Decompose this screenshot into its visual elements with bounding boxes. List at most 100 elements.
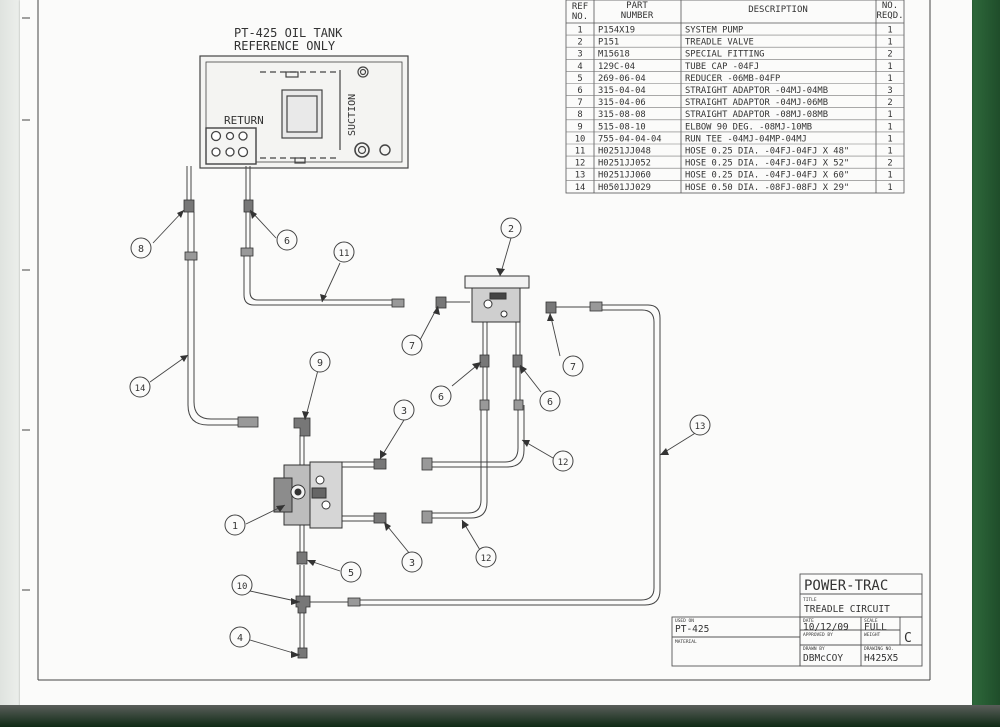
tb-date-caption: DATE (803, 618, 814, 624)
parts-table-qty-cell: 1 (887, 62, 892, 72)
parts-table-qty-cell: 1 (887, 171, 892, 181)
tb-company: POWER-TRAC (804, 578, 888, 594)
parts-table-ref-cell: 5 (577, 74, 582, 84)
callout-12a: 12 (558, 458, 569, 468)
parts-table-desc-cell: RUN TEE -04MJ-04MP-04MJ (685, 134, 807, 144)
parts-table-qty-cell: 1 (887, 147, 892, 157)
hdr-ref-1: REF (572, 2, 588, 12)
parts-table-ref-cell: 9 (577, 122, 582, 132)
parts-table-ref-cell: 2 (577, 38, 582, 48)
tank-title-2: REFERENCE ONLY (234, 39, 336, 53)
tb-drawn-caption: DRAWN BY (803, 646, 825, 652)
scanner-edge (0, 705, 1000, 727)
callout-6b: 6 (438, 392, 444, 403)
parts-table-part-cell: H0251JJ060 (598, 171, 651, 181)
callout-2: 2 (508, 224, 514, 235)
tb-date: 10/12/09 (803, 622, 849, 633)
parts-table-desc-cell: TUBE CAP -04FJ (685, 62, 759, 72)
parts-table-desc-cell: SYSTEM PUMP (685, 26, 743, 36)
drawing-sheet (20, 0, 972, 712)
tb-rev: C (904, 631, 912, 646)
parts-table-qty-cell: 1 (887, 183, 892, 193)
parts-table-part-cell: 315-04-04 (598, 86, 646, 96)
callout-4: 4 (237, 633, 243, 644)
parts-table-qty-cell: 1 (887, 26, 892, 36)
parts-table-qty-cell: 1 (887, 122, 892, 132)
callout-8: 8 (138, 244, 144, 255)
parts-table-part-cell: M15618 (598, 50, 630, 60)
parts-table-part-cell: P151 (598, 38, 619, 48)
tb-used-on-caption: USED ON (675, 618, 694, 624)
parts-table-ref-cell: 11 (575, 147, 586, 157)
tb-weight-caption: WEIGHT (864, 632, 881, 638)
tb-scale: FULL (864, 622, 887, 633)
callout-6a: 6 (284, 236, 290, 247)
callout-12b: 12 (481, 554, 492, 564)
parts-table-ref-cell: 6 (577, 86, 582, 96)
callout-3a: 3 (401, 406, 407, 417)
parts-table-qty-cell: 1 (887, 134, 892, 144)
parts-table-part-cell: 269-06-04 (598, 74, 646, 84)
callout-13: 13 (695, 422, 706, 432)
parts-table-part-cell: 515-08-10 (598, 122, 646, 132)
hdr-qty-1: NO. (882, 1, 898, 11)
parts-table-desc-cell: TREADLE VALVE (685, 38, 754, 48)
parts-table-ref-cell: 7 (577, 98, 582, 108)
parts-table-desc-cell: HOSE 0.25 DIA. -04FJ-04FJ X 48" (685, 147, 849, 157)
parts-table-desc-cell: HOSE 0.25 DIA. -04FJ-04FJ X 60" (685, 171, 849, 181)
tb-scale-caption: SCALE (864, 618, 878, 624)
callout-14: 14 (135, 384, 146, 394)
hdr-part-1: PART (626, 1, 648, 11)
system-pump (273, 461, 343, 529)
parts-table-part-cell: 315-04-06 (598, 98, 646, 108)
parts-table-qty-cell: 3 (887, 86, 892, 96)
parts-table (565, 0, 905, 194)
callout-9: 9 (317, 358, 323, 369)
parts-table-qty-cell: 1 (887, 74, 892, 84)
parts-table-ref-cell: 13 (575, 171, 586, 181)
parts-table-ref-cell: 8 (577, 110, 582, 120)
parts-table-part-cell: H0501JJ029 (598, 183, 651, 193)
parts-table-part-cell: 129C-04 (598, 62, 635, 72)
parts-table-desc-cell: SPECIAL FITTING (685, 50, 764, 60)
tank-return-label: RETURN (224, 114, 264, 127)
tb-title-caption: TITLE (803, 597, 817, 603)
parts-table-ref-cell: 4 (577, 62, 582, 72)
parts-table-part-cell: H0251JJ048 (598, 147, 651, 157)
parts-table-qty-cell: 1 (887, 110, 892, 120)
hdr-qty-2: REQD. (876, 11, 903, 21)
tb-title: TREADLE CIRCUIT (804, 604, 890, 615)
callout-7b: 7 (570, 362, 576, 373)
tb-drawing-no: H425X5 (864, 653, 898, 664)
oil-tank (199, 55, 409, 169)
parts-table-desc-cell: REDUCER -06MB-04FP (685, 74, 780, 84)
tank-suction-label: SUCTION (347, 94, 358, 136)
parts-table-desc-cell: STRAIGHT ADAPTOR -04MJ-04MB (685, 86, 828, 96)
tb-material-caption: MATERIAL (675, 639, 697, 645)
tb-approved-caption: APPROVED BY (803, 632, 833, 638)
callout-6c: 6 (547, 397, 553, 408)
parts-table-part-cell: 755-04-04-04 (598, 134, 662, 144)
parts-table-ref-cell: 3 (577, 50, 582, 60)
hdr-ref-2: NO. (572, 12, 588, 22)
callout-7a: 7 (409, 341, 415, 352)
parts-table-part-cell: 315-08-08 (598, 110, 646, 120)
hdr-part-2: NUMBER (621, 11, 654, 21)
callout-11: 11 (339, 249, 350, 259)
tb-used-on: PT-425 (675, 624, 709, 635)
parts-table-qty-cell: 1 (887, 38, 892, 48)
parts-table-ref-cell: 1 (577, 26, 582, 36)
parts-table-desc-cell: ELBOW 90 DEG. -08MJ-10MB (685, 122, 812, 132)
callout-1: 1 (232, 521, 238, 532)
parts-table-qty-cell: 2 (887, 98, 892, 108)
callout-3b: 3 (409, 558, 415, 569)
parts-table-ref-cell: 10 (575, 134, 586, 144)
parts-table-part-cell: H0251JJ052 (598, 159, 651, 169)
tb-drawing-caption: DRAWING NO. (864, 646, 894, 652)
callout-10: 10 (237, 582, 248, 592)
parts-table-desc-cell: HOSE 0.25 DIA. -04FJ-04FJ X 52" (685, 159, 849, 169)
parts-table-part-cell: P154X19 (598, 26, 635, 36)
title-block (671, 573, 923, 667)
